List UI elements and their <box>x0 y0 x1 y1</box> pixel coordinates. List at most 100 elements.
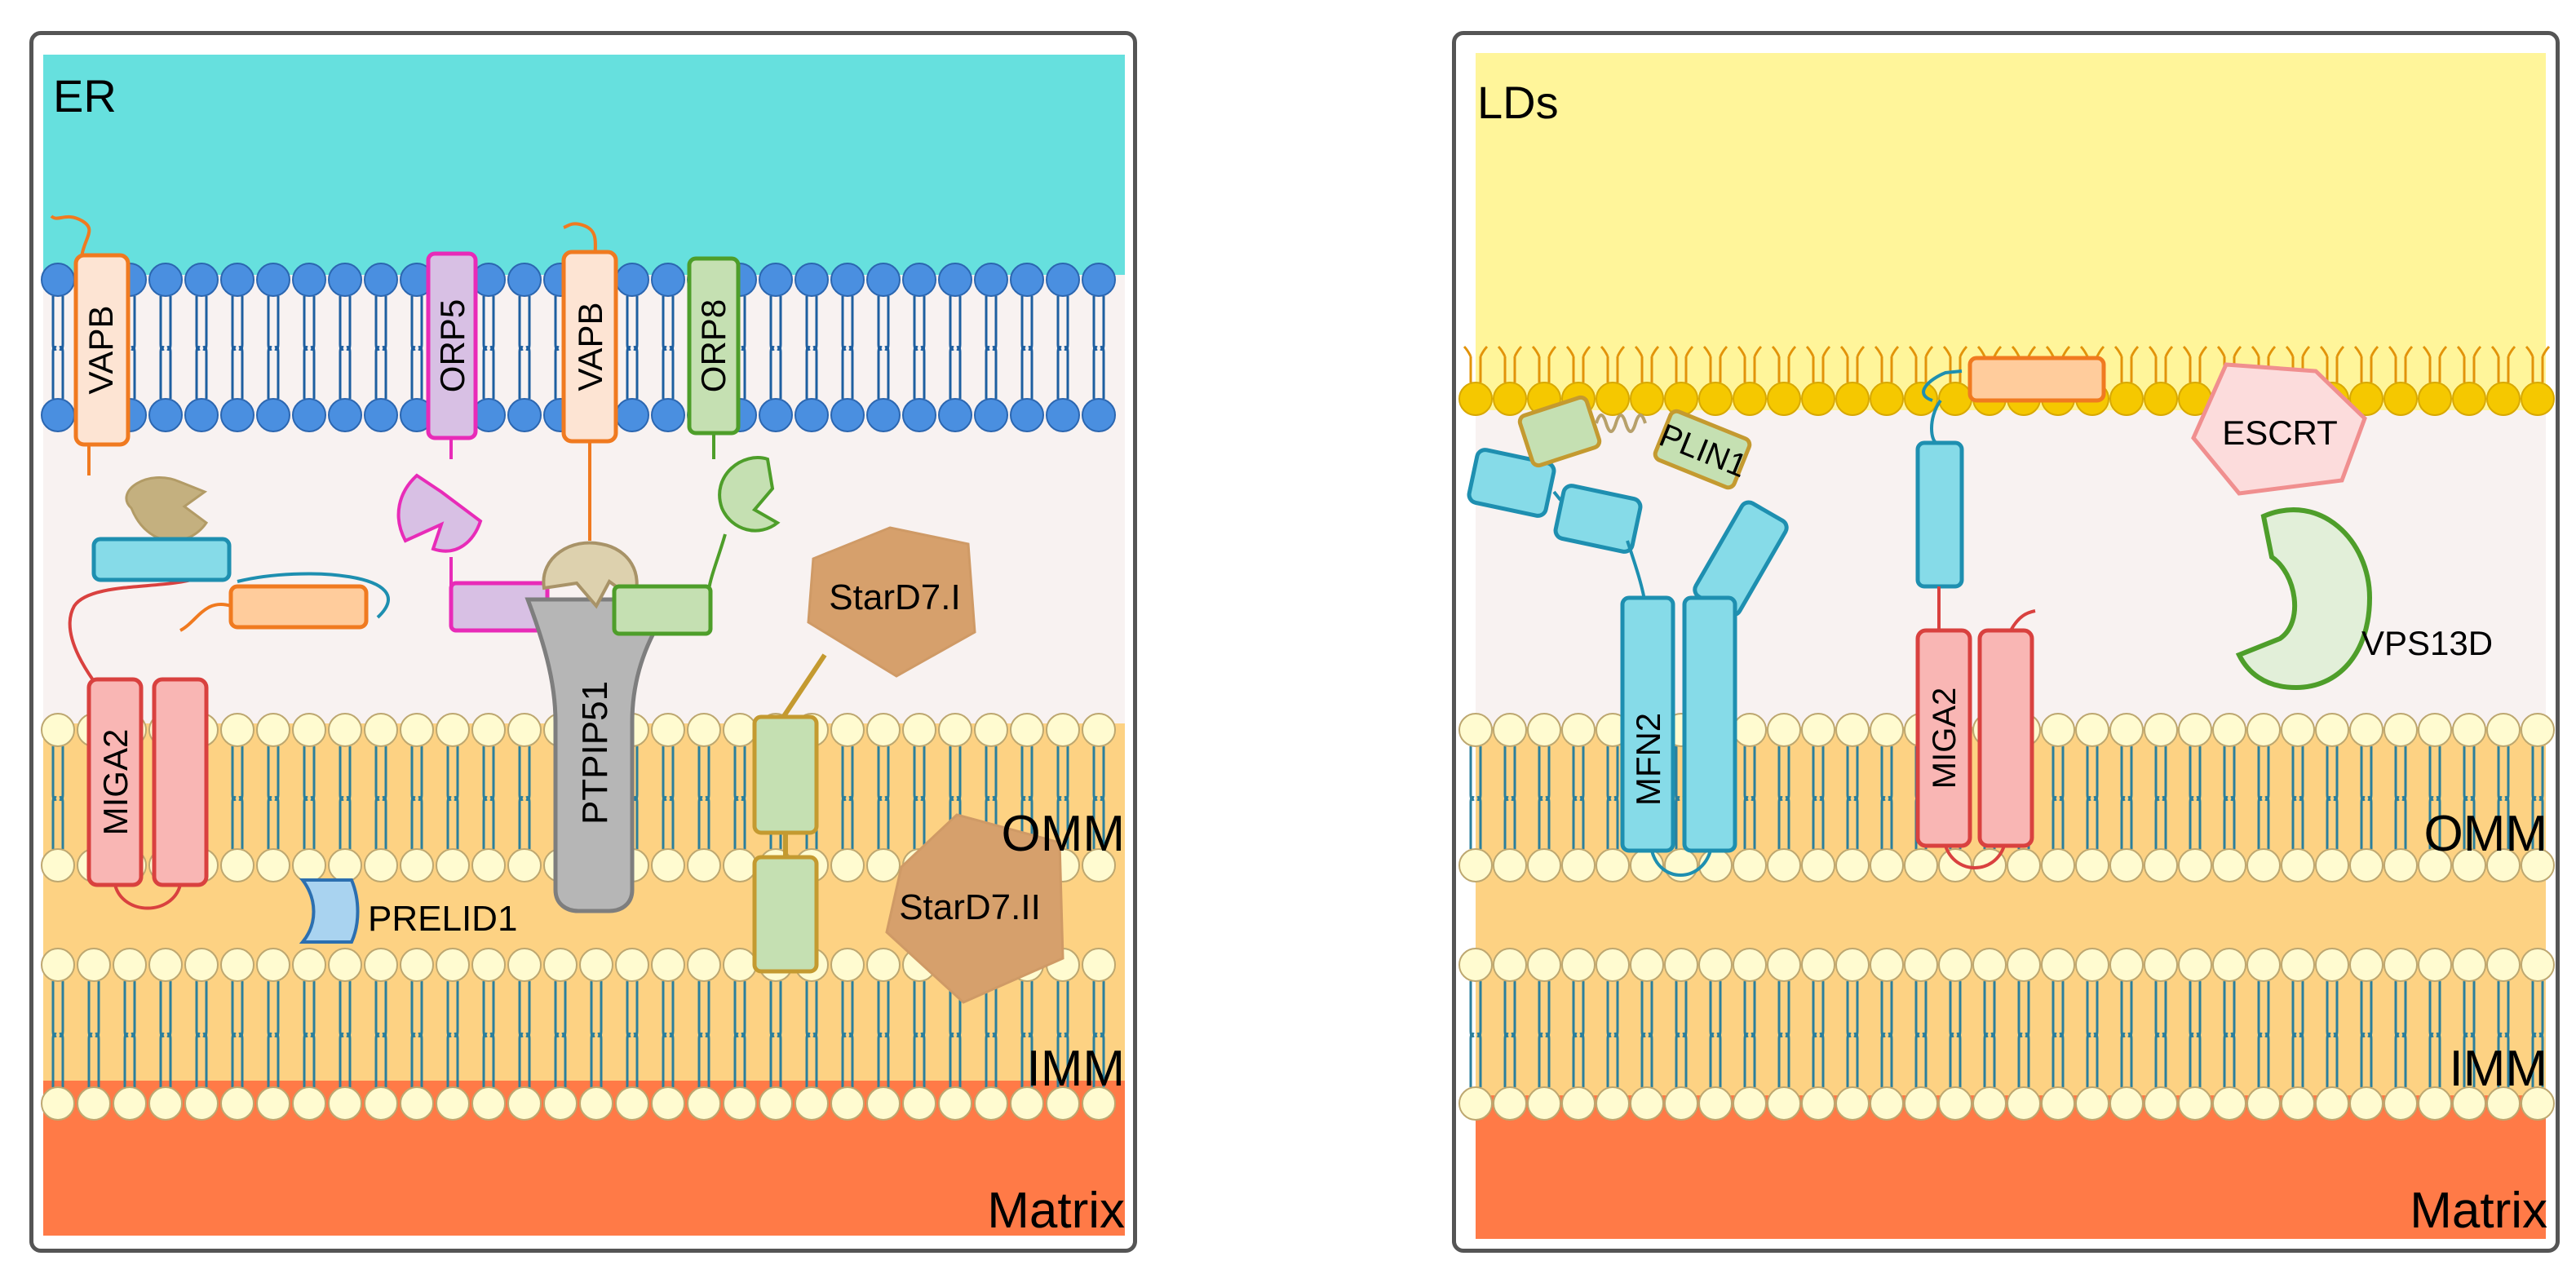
imm-lipid-head <box>2007 1086 2041 1121</box>
matrix-label: Matrix <box>987 1183 1125 1239</box>
miga2-connector <box>237 572 390 619</box>
imm-lipid-tail <box>2326 1033 2339 1087</box>
er-lipid-head <box>794 263 829 297</box>
omm-lipid-tail <box>267 796 280 849</box>
omm-lipid-tail <box>662 796 675 849</box>
er-lipid-head <box>148 263 183 297</box>
prelid1-label: PRELID1 <box>368 899 517 939</box>
imm-lipid-tail <box>2189 1033 2202 1087</box>
er-lipid-head <box>292 263 326 297</box>
imm-lipid-head <box>651 948 685 982</box>
er-lipid-head <box>938 263 972 297</box>
omm-lipid-head <box>41 713 75 747</box>
omm-lipid-head <box>1561 713 1596 747</box>
imm-lipid-head <box>615 1086 649 1121</box>
imm-lipid-head <box>256 1086 290 1121</box>
imm-lipid-tail <box>2531 1033 2544 1087</box>
ld-lipid-tail <box>2353 345 2379 383</box>
imm-lipid-head <box>1938 948 1972 982</box>
omm-lipid-head <box>1733 713 1767 747</box>
er-lipid-tail <box>339 346 352 399</box>
er-lipid-head <box>256 263 290 297</box>
er-lipid-head <box>1010 263 1044 297</box>
omm-lipid-head <box>292 848 326 882</box>
omm-lipid-head <box>256 848 290 882</box>
omm-lipid-tail <box>2497 796 2510 849</box>
imm-lipid-head <box>1046 1086 1080 1121</box>
omm-lipid-tail <box>374 796 387 849</box>
omm-lipid-head <box>1596 848 1630 882</box>
imm-lipid-head <box>41 948 75 982</box>
omm-lipid-head <box>2178 848 2212 882</box>
omm-lipid-tail <box>51 796 64 849</box>
imm-lipid-tail <box>841 1033 854 1087</box>
imm-lipid-tail <box>554 1033 567 1087</box>
vapb-protein-1: VAPB <box>50 214 209 542</box>
orp5-label: ORP5 <box>433 299 471 392</box>
er-lipid-tail <box>231 346 244 399</box>
imm-lipid-head <box>1904 1086 1938 1121</box>
omm-lipid-head <box>471 848 506 882</box>
imm-lipid-tail <box>2428 1033 2441 1087</box>
miga2-tail <box>2009 609 2036 631</box>
escrt-label: ESCRT <box>2222 414 2338 452</box>
omm-lipid-head <box>400 848 434 882</box>
miga2-label: MIGA2 <box>1927 688 1963 789</box>
imm-lipid-tail <box>1469 1033 1482 1087</box>
ld-lipid-head <box>1458 382 1493 416</box>
mfn2-tm-2 <box>1682 595 1737 853</box>
omm-lipid-tail <box>1572 796 1585 849</box>
omm-lipid-tail <box>2291 796 2304 849</box>
miga2-tm-2 <box>152 677 209 887</box>
ld-monolayer <box>1458 345 2555 416</box>
omm-lipid-head <box>687 713 721 747</box>
omm-lipid-tail <box>2326 796 2339 849</box>
omm-lipid-head <box>220 848 255 882</box>
omm-lipid-head <box>2418 713 2452 747</box>
omm-lipid-head <box>2212 848 2246 882</box>
omm-lipid-head <box>2486 848 2521 882</box>
er-lipid-head <box>184 263 219 297</box>
imm-lipid-tail <box>518 1033 531 1087</box>
miga2-tm-1 <box>1915 628 1972 848</box>
omm-lipid-tail <box>1743 796 1756 849</box>
mfn2-hr-2 <box>1553 484 1643 554</box>
ld-lipid-tail <box>1600 345 1626 383</box>
omm-lipid-head <box>830 713 865 747</box>
miga2-loop <box>1944 845 2006 869</box>
imm-lipid-head <box>1527 948 1561 982</box>
imm-lipid-head <box>938 1086 972 1121</box>
omm-lipid-head <box>1493 848 1527 882</box>
er-lipid-tail <box>518 346 531 399</box>
vps13d-shape <box>2235 507 2373 691</box>
imm-lipid-head <box>902 1086 936 1121</box>
imm-lipid-head <box>830 948 865 982</box>
imm-lipid-head <box>1596 948 1630 982</box>
imm-lipid-tail <box>410 1033 423 1087</box>
er-lipid-tail <box>1020 346 1033 399</box>
omm-lipid-head <box>2109 713 2144 747</box>
imm-lipid-head <box>2212 948 2246 982</box>
imm-lipid-head <box>2349 1086 2383 1121</box>
imm-lipid-head <box>2109 1086 2144 1121</box>
miga2-helix <box>1915 440 1964 589</box>
imm-lipid-head <box>2075 1086 2109 1121</box>
imm-lipid-head <box>2315 1086 2349 1121</box>
imm-lipid-head <box>2144 1086 2178 1121</box>
omm-lipid-head <box>1767 713 1801 747</box>
stard7-linker-1 <box>780 653 827 720</box>
er-lipid-head <box>938 398 972 432</box>
mfn2-label: MFN2 <box>1629 713 1667 806</box>
omm-lipid-head <box>2349 713 2383 747</box>
plin1-domain-2 <box>1653 409 1752 490</box>
er-lipid-head <box>866 263 901 297</box>
omm-lipid-head <box>2281 848 2315 882</box>
omm-lipid-head <box>2418 848 2452 882</box>
omm-lipid-head <box>1561 848 1596 882</box>
miga2-ld-helix <box>1967 356 2106 403</box>
imm-lipid-head <box>1630 1086 1664 1121</box>
imm-lipid-tail <box>626 1033 639 1087</box>
omm-lipid-head <box>866 713 901 747</box>
imm-lipid-tail <box>985 1033 998 1087</box>
imm-lipid-head <box>1801 948 1835 982</box>
